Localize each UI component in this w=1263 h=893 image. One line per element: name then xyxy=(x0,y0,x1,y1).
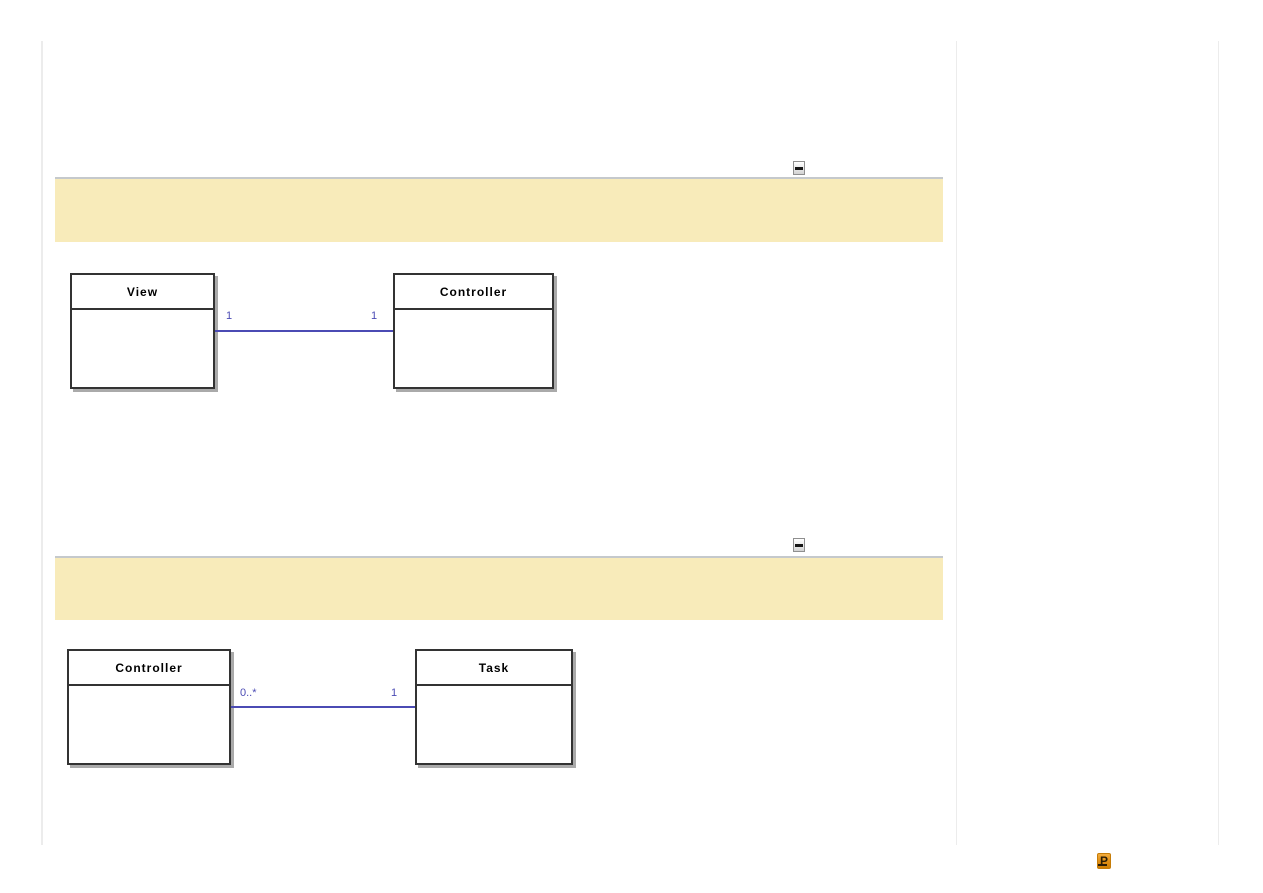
right-column-guide xyxy=(1218,41,1219,845)
uml-class-controller[interactable]: Controller xyxy=(67,649,231,765)
minus-icon xyxy=(795,166,803,170)
uml-class-title: Task xyxy=(417,651,571,686)
section-2-divider xyxy=(55,556,943,558)
multiplicity-label: 1 xyxy=(226,310,233,322)
multiplicity-label: 0..* xyxy=(240,687,257,699)
section-1-collapse-button[interactable] xyxy=(793,161,805,175)
uml-class-controller[interactable]: Controller xyxy=(393,273,554,389)
multiplicity-label: 1 xyxy=(371,310,378,322)
badge-glyph: P xyxy=(1099,854,1108,868)
section-2-highlight-band xyxy=(55,558,943,620)
multiplicity-label: 1 xyxy=(391,687,398,699)
section-1-highlight-band xyxy=(55,179,943,242)
uml-class-title: Controller xyxy=(69,651,229,686)
uml-class-view[interactable]: View xyxy=(70,273,215,389)
uml-class-title: Controller xyxy=(395,275,552,310)
uml-class-title: View xyxy=(72,275,213,310)
section-1-divider xyxy=(55,177,943,179)
left-column-guide xyxy=(41,41,43,845)
middle-column-guide xyxy=(956,41,957,845)
section-2-collapse-button[interactable] xyxy=(793,538,805,552)
orange-p-marker-icon[interactable]: P xyxy=(1097,853,1111,869)
association-line xyxy=(231,706,415,708)
badge-glyph-crossbar xyxy=(1098,864,1107,866)
association-line xyxy=(215,330,393,332)
uml-class-task[interactable]: Task xyxy=(415,649,573,765)
minus-icon xyxy=(795,543,803,547)
